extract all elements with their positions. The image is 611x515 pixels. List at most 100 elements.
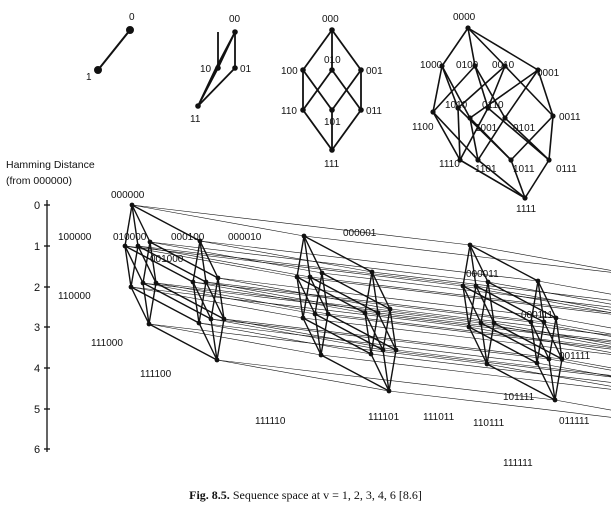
v6-edge [131,204,201,242]
v4-label-1100: 1100 [412,122,434,133]
v6-edge [216,359,390,392]
v6-node [300,315,306,321]
v6-node [325,311,331,317]
v6-node [203,279,209,285]
v6-edge [192,281,212,320]
v1-label-1: 1 [86,72,92,83]
v6-label-111111: 111111 [503,458,533,469]
axis-title-line1: Hamming Distance [6,159,95,171]
v6-label-111000: 111000 [91,338,123,349]
v6-edge [377,312,611,341]
v6-label-000111: 000111 [521,310,553,321]
v6-edge [561,358,611,369]
v6-edge [124,245,298,278]
v6-node [387,306,393,312]
v6-edge [493,322,563,360]
v6-edge [296,235,305,278]
v6-edge [223,318,563,360]
v6-edge [198,322,372,355]
v6-edge [469,244,611,271]
v1-label-0: 0 [129,12,135,23]
v6-edge [142,282,150,325]
v3-label-000: 000 [322,14,339,25]
v6-edge [296,276,366,314]
v4-label-0011: 0011 [559,112,581,123]
v6-edge [543,321,611,335]
v6-edge [309,276,611,313]
hypercube-v4 [432,27,554,199]
v6-label-010000: 010000 [113,232,147,243]
v6-edge [469,244,539,282]
v6-edge [216,359,556,401]
v6-edge [137,245,157,284]
v6-node [318,352,324,358]
v2-label-10: 10 [200,64,212,75]
v6-node [393,347,399,353]
v6-label-111100: 111100 [140,369,172,380]
axis-tick-5: 5 [34,404,40,416]
v6-label-111110: 111110 [255,416,286,427]
v6-edges [124,204,611,418]
v6-edge [210,318,550,360]
v6-node [484,361,490,367]
v6-edge [192,281,532,323]
v3-label-101: 101 [324,117,341,128]
v3-label-111: 111 [324,159,340,170]
v6-node [129,202,135,208]
v4-label-0010: 0010 [492,60,515,71]
v3-label-100: 100 [281,66,298,77]
axis-tick-3: 3 [34,322,40,334]
v6-edge [487,281,611,305]
v6-edge [155,282,495,324]
v6-edge [388,390,611,418]
v6-edge [548,358,611,371]
v6-label-001000: 001000 [150,254,184,265]
v6-nodes [122,202,565,403]
v6-node [214,357,220,363]
v6-edge [468,326,538,364]
v6-edge [142,282,212,320]
v6-edge [554,358,563,401]
v6-edge [487,281,557,319]
v4-label-0000: 0000 [453,12,476,23]
v4-label-1010: 1010 [445,100,468,111]
v6-edge [486,363,611,387]
v6-edge [124,245,132,288]
v6-node [535,278,541,284]
axis-tick-4: 4 [34,363,40,375]
v6-edge [480,322,550,360]
v6-edge [130,286,470,328]
axis-tick-1: 1 [34,241,40,253]
v6-edge [303,235,611,273]
v6-edge [486,363,556,401]
v6-node [122,243,128,249]
v6-edge [124,204,133,247]
v6-label-000011: 000011 [466,269,499,280]
v6-label-110111: 110111 [473,418,505,429]
v6-edge [469,244,489,283]
v6-edge [309,276,379,314]
v6-node [460,283,466,289]
v4-label-1111: 1111 [516,204,536,215]
v6-edge [142,282,482,324]
v6-node [294,274,300,280]
caption-label: Fig. 8.5. [189,488,230,502]
v6-node [375,310,381,316]
v6-label-001111: 001111 [559,351,591,362]
hamming-axis [44,200,50,452]
v6-node [135,243,141,249]
v6-edge [382,349,611,378]
v6-label-111011: 111011 [423,412,455,423]
axis-tick-0: 0 [34,200,40,212]
v6-node [478,320,484,326]
v6-node [559,356,565,362]
v6-edge [314,313,384,351]
v6-edge [462,285,532,323]
v6-edge [148,323,488,365]
v4-label-0001: 0001 [537,68,560,79]
v6-edge [475,285,611,311]
v6-node [128,284,134,290]
v6-node [215,275,221,281]
v6-node [553,315,559,321]
v6-edge [377,312,397,351]
